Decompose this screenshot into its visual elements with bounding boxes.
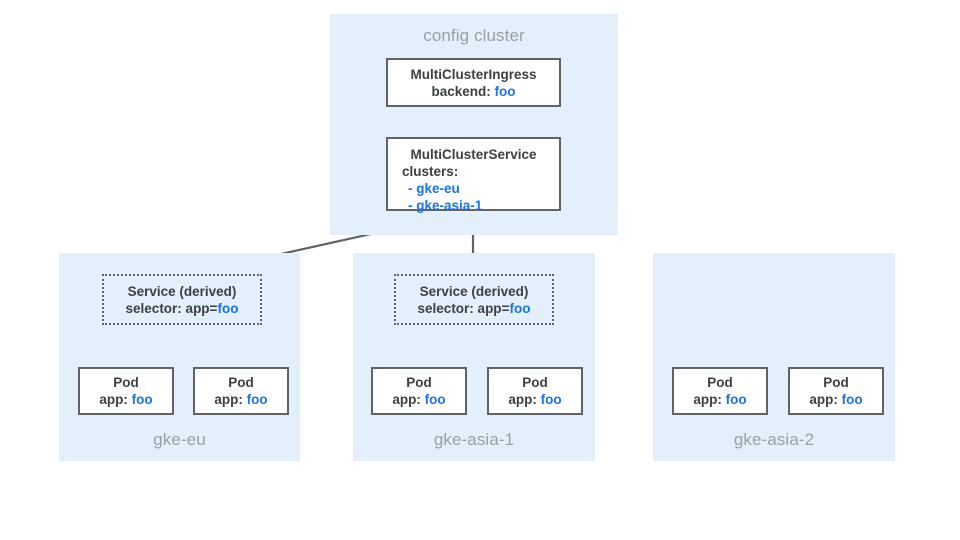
derived-service-title: Service (derived) bbox=[127, 283, 237, 299]
derived-service-gke-asia-1[interactable]: Service (derived) selector: app=foo bbox=[394, 274, 554, 325]
pod-title: Pod bbox=[406, 375, 432, 390]
pod-app-value: foo bbox=[841, 392, 863, 407]
multiclusterservice-cluster-item: - gke-eu bbox=[408, 181, 460, 196]
multiclusterservice-clusters-label: clusters: bbox=[402, 164, 459, 179]
multiclusteringress-backend-value: foo bbox=[494, 83, 516, 99]
cluster-panel-gke-asia-1: gke-asia-1 bbox=[353, 253, 595, 461]
cluster-panel-gke-asia-2: gke-asia-2 bbox=[653, 253, 895, 461]
config-cluster-title: config cluster bbox=[423, 26, 525, 45]
pod-title: Pod bbox=[113, 375, 139, 390]
derived-service-selector-value: foo bbox=[217, 300, 239, 316]
pod-app: app: foo bbox=[693, 391, 746, 408]
derived-service-selector: selector: app=foo bbox=[126, 300, 239, 317]
cluster-label-gke-asia-1: gke-asia-1 bbox=[433, 430, 515, 449]
pod-box[interactable]: Pod app: foo bbox=[193, 367, 289, 415]
pod-app-value: foo bbox=[131, 392, 153, 407]
cluster-label-gke-asia-2: gke-asia-2 bbox=[733, 430, 815, 449]
pod-app-label: app: bbox=[508, 392, 537, 407]
pod-box[interactable]: Pod app: foo bbox=[788, 367, 884, 415]
pod-title: Pod bbox=[823, 375, 849, 390]
pod-box[interactable]: Pod app: foo bbox=[672, 367, 768, 415]
pod-box[interactable]: Pod app: foo bbox=[78, 367, 174, 415]
pod-app: app: foo bbox=[392, 391, 445, 408]
pod-app: app: foo bbox=[809, 391, 862, 408]
multiclusteringress-box[interactable]: MultiClusterIngress backend: foo bbox=[386, 58, 561, 107]
pod-app-label: app: bbox=[809, 392, 838, 407]
pod-box[interactable]: Pod app: foo bbox=[487, 367, 583, 415]
cluster-panel-gke-eu: gke-eu bbox=[59, 253, 300, 461]
multiclusteringress-backend: backend: foo bbox=[431, 83, 515, 100]
pod-app-label: app: bbox=[99, 392, 128, 407]
pod-box[interactable]: Pod app: foo bbox=[371, 367, 467, 415]
pod-app: app: foo bbox=[99, 391, 152, 408]
cluster-label-gke-eu: gke-eu bbox=[153, 430, 206, 449]
pod-app-value: foo bbox=[246, 392, 268, 407]
multiclusteringress-backend-label: backend: bbox=[431, 83, 491, 99]
derived-service-selector-value: foo bbox=[509, 300, 531, 316]
pod-app-label: app: bbox=[392, 392, 421, 407]
pod-app: app: foo bbox=[214, 391, 267, 408]
pod-app-value: foo bbox=[424, 392, 446, 407]
derived-service-selector: selector: app=foo bbox=[418, 300, 531, 317]
pod-app-label: app: bbox=[693, 392, 722, 407]
derived-service-title: Service (derived) bbox=[419, 283, 529, 299]
pod-title: Pod bbox=[707, 375, 733, 390]
pod-app: app: foo bbox=[508, 391, 561, 408]
pod-title: Pod bbox=[228, 375, 254, 390]
derived-service-selector-label: selector: app= bbox=[417, 300, 510, 316]
multiclusteringress-name: MultiClusterIngress bbox=[410, 66, 537, 82]
pod-app-value: foo bbox=[540, 392, 562, 407]
pod-app-label: app: bbox=[214, 392, 243, 407]
pod-title: Pod bbox=[522, 375, 548, 390]
multiclusterservice-cluster-item: - gke-asia-1 bbox=[408, 198, 483, 213]
derived-service-selector-label: selector: app= bbox=[125, 300, 218, 316]
multiclusterservice-name: MultiClusterService bbox=[410, 147, 537, 162]
multiclusterservice-box[interactable]: MultiClusterService clusters: - gke-eu -… bbox=[386, 137, 561, 213]
pod-app-value: foo bbox=[725, 392, 747, 407]
derived-service-gke-eu[interactable]: Service (derived) selector: app=foo bbox=[102, 274, 262, 325]
